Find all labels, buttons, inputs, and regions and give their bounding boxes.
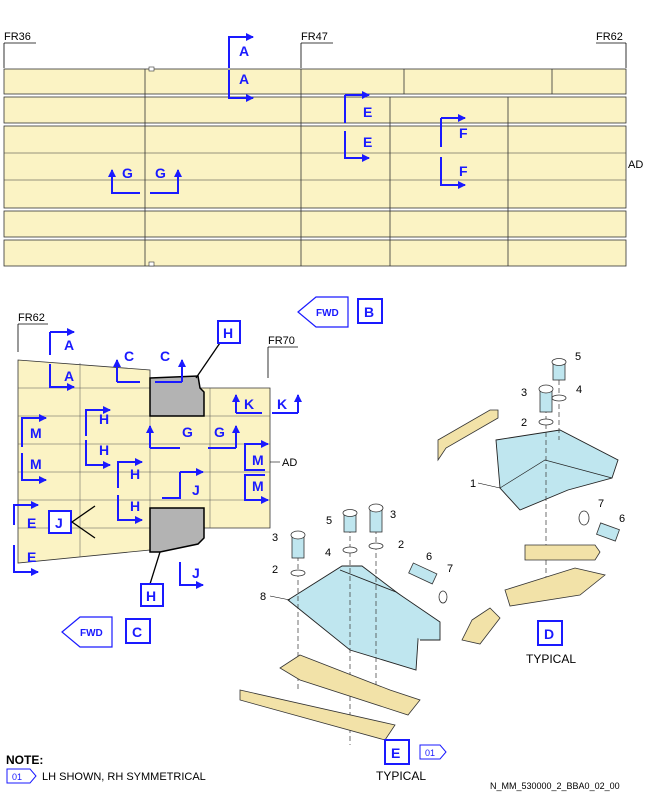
frame-label-fr70: FR70 [268, 335, 295, 347]
item-number-4: 4 [325, 547, 331, 559]
item-number-7: 7 [598, 498, 604, 510]
item-number-3: 3 [521, 387, 527, 399]
item-number-3: 3 [272, 532, 278, 544]
fwd-arrow-c: FWD C [61, 616, 151, 648]
section-marker-k: K [244, 396, 254, 412]
item-number-4: 4 [576, 384, 582, 396]
section-marker-c: C [160, 348, 170, 364]
section-marker-a: A [64, 368, 74, 384]
frame-label-fr62: FR62 [18, 312, 45, 324]
section-marker-e: E [363, 134, 372, 150]
frame-label-fr47: FR47 [301, 31, 328, 43]
item-number-2: 2 [272, 564, 278, 576]
detail-d-caption: TYPICAL [526, 652, 576, 666]
section-marker-a: A [64, 337, 74, 353]
detail-label-e: E [391, 745, 400, 761]
section-marker-a: A [239, 43, 249, 59]
item-number-3: 3 [390, 509, 396, 521]
section-marker-e: E [27, 549, 36, 565]
note-block: NOTE: 01 LH SHOWN, RH SYMMETRICAL [6, 753, 206, 784]
bracket-part-1 [495, 429, 619, 511]
floor-panels-top [3, 68, 627, 267]
grey-panel-bottom [149, 507, 205, 553]
ad-label-top: AD [628, 159, 643, 171]
section-marker-m: M [30, 425, 42, 441]
section-marker-e: E [363, 104, 372, 120]
fwd-label: FWD [80, 628, 103, 639]
section-marker-g: G [214, 424, 225, 440]
top-plan-view: FR36 FR47 FR62 AD [3, 31, 643, 267]
frame-label-fr62: FR62 [596, 31, 623, 43]
detail-e-caption: TYPICAL [376, 769, 426, 783]
item-number-6: 6 [426, 551, 432, 563]
detail-d: 1 2 3 4 5 6 7 D TYPICAL [437, 351, 625, 666]
section-marker-f: F [459, 163, 468, 179]
section-marker-j: J [192, 482, 200, 498]
note-text: LH SHOWN, RH SYMMETRICAL [42, 771, 206, 783]
section-marker-h: H [99, 411, 109, 427]
item-number-5: 5 [326, 515, 332, 527]
item-number-5: 5 [575, 351, 581, 363]
item-number-2: 2 [398, 539, 404, 551]
section-marker-h: H [99, 442, 109, 458]
section-marker-g: G [122, 165, 133, 181]
section-marker-h: H [130, 466, 140, 482]
section-marker-m: M [252, 478, 264, 494]
fwd-label: FWD [316, 308, 339, 319]
frame-label-fr36: FR36 [4, 31, 31, 43]
view-label-h: H [146, 588, 156, 604]
section-marker-a: A [239, 71, 249, 87]
detail-e: 8 3 2 5 4 3 2 6 7 E 01 TYPICAL [239, 503, 501, 783]
section-marker-e: E [27, 515, 36, 531]
fwd-arrow-b: FWD B [297, 296, 383, 328]
item-number-2: 2 [521, 417, 527, 429]
section-marker-f: F [459, 125, 468, 141]
detail-label-d: D [544, 626, 554, 642]
item-number-8: 8 [260, 591, 266, 603]
detail-e-flag: 01 [425, 748, 435, 758]
section-marker-m: M [252, 452, 264, 468]
ad-label-left: AD [282, 457, 297, 469]
view-c-plan: FR62 FR70 AD H H J [13, 312, 302, 607]
item-number-6: 6 [619, 513, 625, 525]
section-marker-k: K [277, 396, 287, 412]
section-marker-h: H [130, 498, 140, 514]
section-marker-j: J [192, 565, 200, 581]
item-number-1: 1 [470, 478, 476, 490]
section-marker-c: C [124, 348, 134, 364]
view-label-j: J [55, 515, 63, 531]
section-marker-g: G [155, 165, 166, 181]
note-heading: NOTE: [6, 753, 43, 767]
view-label-c: C [132, 624, 142, 640]
view-label-b: B [364, 304, 374, 320]
drawing-reference: N_MM_530000_2_BBA0_02_00 [490, 781, 620, 791]
note-flag: 01 [12, 772, 22, 782]
section-marker-g: G [182, 424, 193, 440]
view-label-h: H [223, 325, 233, 341]
item-number-7: 7 [447, 563, 453, 575]
section-marker-m: M [30, 456, 42, 472]
